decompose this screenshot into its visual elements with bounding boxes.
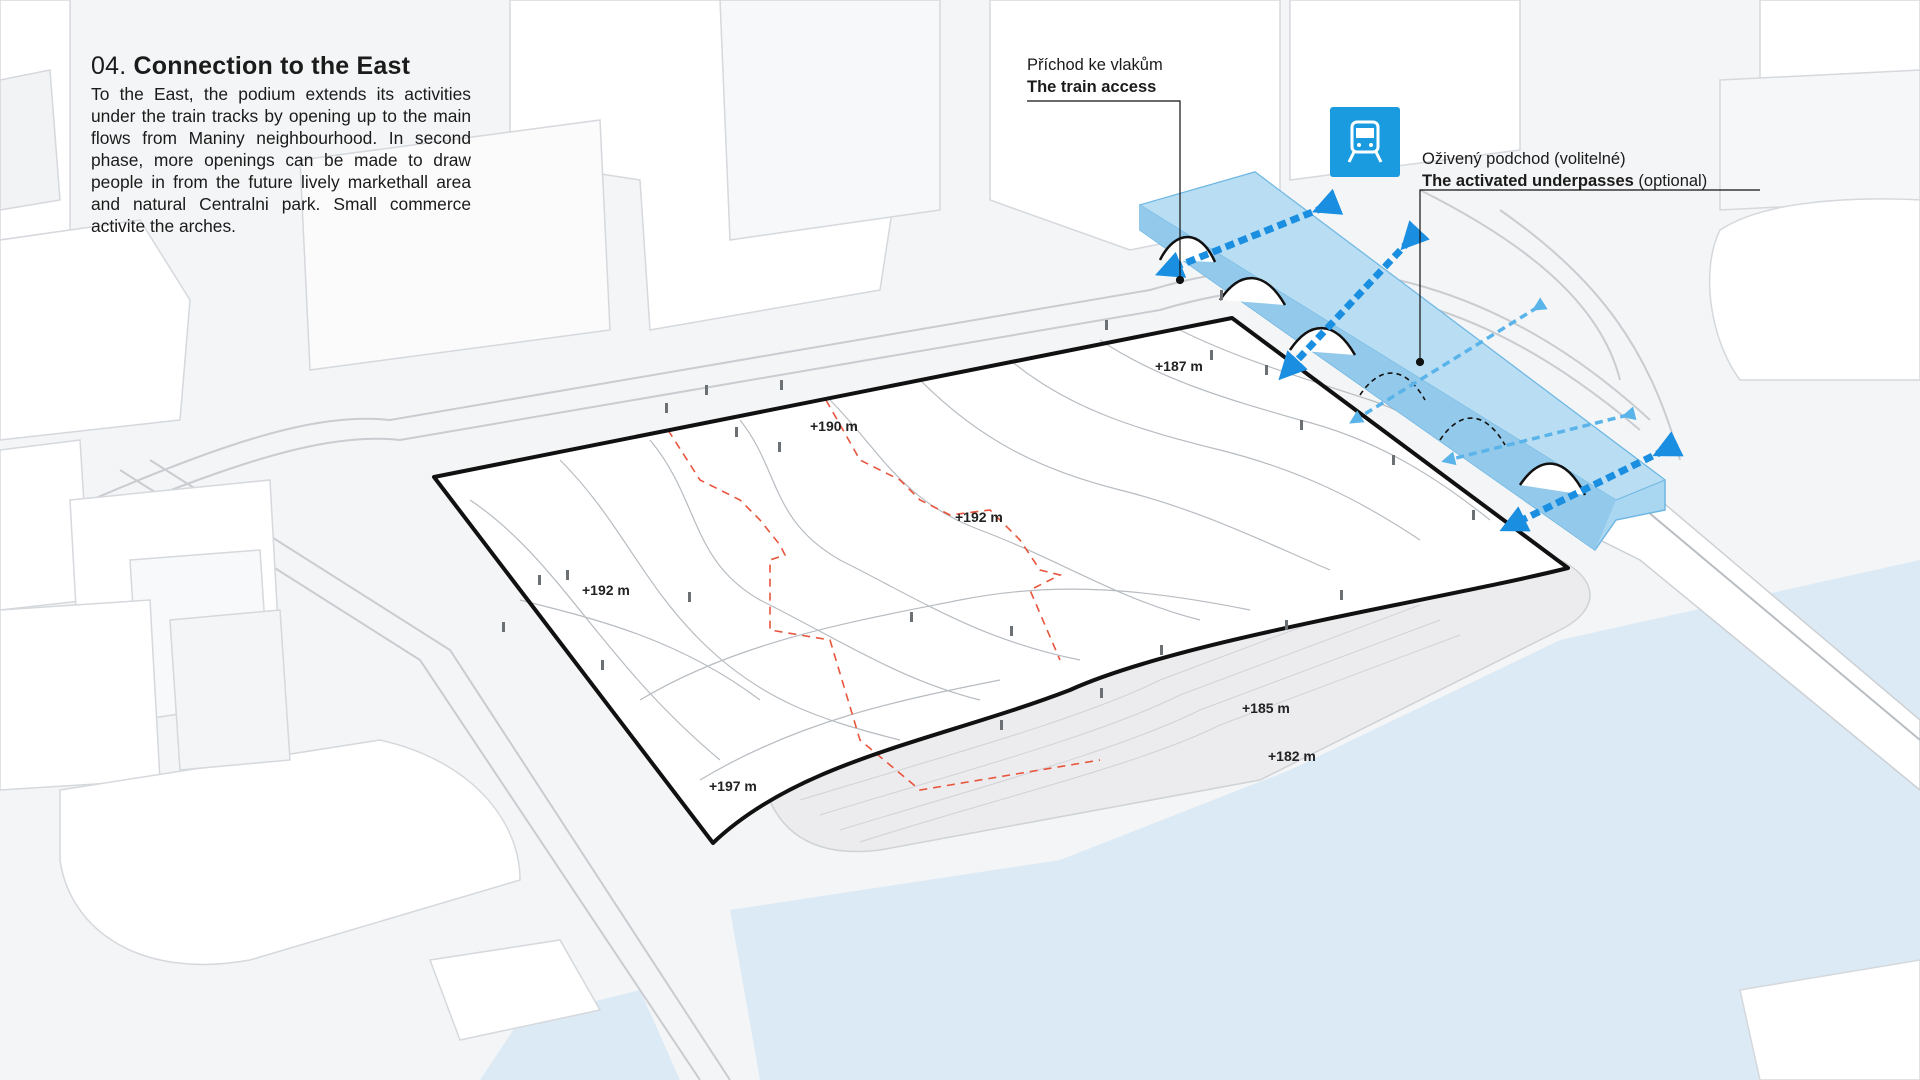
callout-underpasses-en-bold: The activated underpasses xyxy=(1422,172,1634,190)
train-icon xyxy=(1330,107,1400,177)
contour-lines xyxy=(469,329,1531,781)
site-plot xyxy=(434,318,1568,843)
terrace-steps xyxy=(799,589,1461,843)
callout-underpasses: Oživený podchod (volitelné) The activate… xyxy=(1422,148,1707,192)
elevation-label: +187 m xyxy=(1155,358,1203,374)
callout-underpasses-en-rest: (optional) xyxy=(1633,172,1708,190)
section-description: To the East, the podium extends its acti… xyxy=(91,84,471,236)
callout-underpasses-cz: Oživený podchod (volitelné) xyxy=(1422,150,1626,168)
flow-arrows-secondary xyxy=(1349,297,1637,466)
section-number: 04. xyxy=(91,52,127,80)
elevation-label: +185 m xyxy=(1242,700,1290,716)
flow-arrows-primary xyxy=(1155,188,1684,532)
callout-train-access-cz: Příchod ke vlakům xyxy=(1027,56,1163,74)
elevation-label: +182 m xyxy=(1268,748,1316,764)
elevation-label: +192 m xyxy=(955,509,1003,525)
river xyxy=(730,560,1920,1080)
section-title-text: Connection to the East xyxy=(133,52,411,80)
river-bottom-left xyxy=(480,990,680,1080)
callout-train-access-en: The train access xyxy=(1027,78,1157,96)
elevation-label: +197 m xyxy=(709,778,757,794)
callout-underpasses-en: The activated underpasses (optional) xyxy=(1422,170,1707,192)
roads xyxy=(0,189,1681,1080)
elevation-label: +192 m xyxy=(582,582,630,598)
callout-leaders xyxy=(1027,100,1760,367)
site-outline xyxy=(432,316,1570,845)
phase-boundary-lines xyxy=(667,399,1101,791)
elevation-label: +190 m xyxy=(810,418,858,434)
intro-text-block: 04. Connection to the East To the East, … xyxy=(91,52,471,237)
people-figures xyxy=(502,290,1475,730)
callout-train-access: Příchod ke vlakům The train access xyxy=(1027,54,1163,98)
section-title: 04. Connection to the East xyxy=(91,52,471,81)
